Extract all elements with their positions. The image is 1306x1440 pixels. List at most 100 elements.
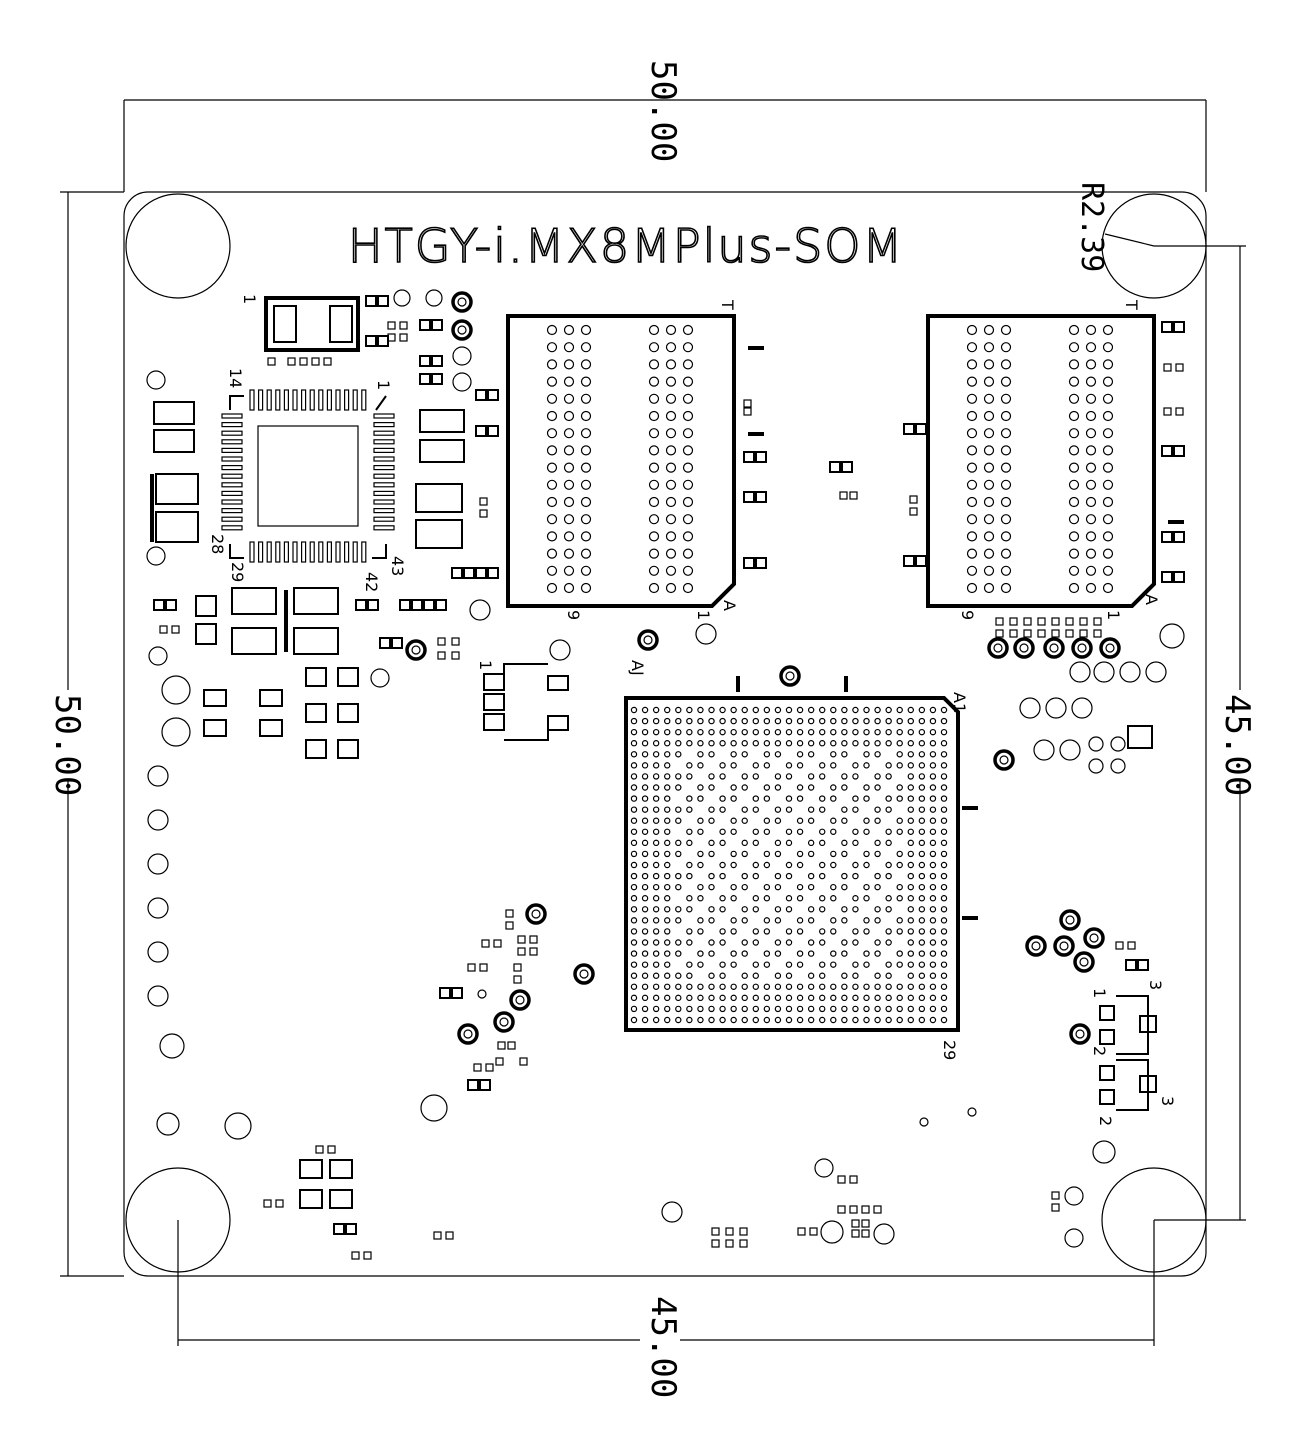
bga-ball xyxy=(852,872,859,880)
smd-pad xyxy=(755,557,767,569)
bga-ball xyxy=(763,861,771,869)
phy-pin xyxy=(249,541,255,563)
ddr-ball xyxy=(966,428,978,439)
bga-ball xyxy=(641,828,649,835)
bga-ball xyxy=(675,806,682,813)
bga-ball xyxy=(940,784,948,791)
bga-ball xyxy=(796,762,804,769)
bga-ball xyxy=(841,939,848,946)
test-point xyxy=(147,985,169,1007)
ddr-ball xyxy=(648,342,660,353)
bga-ball xyxy=(652,817,660,824)
bga-ball xyxy=(630,795,638,802)
bga-ball xyxy=(641,972,649,979)
plated-via-hole xyxy=(411,645,421,655)
smd-pad-small xyxy=(909,495,918,504)
bga-ball xyxy=(763,983,771,990)
bga-ball xyxy=(708,883,715,891)
test-point xyxy=(919,1117,929,1127)
smd-pad xyxy=(915,423,927,435)
test-point xyxy=(147,897,169,919)
bga-ball xyxy=(940,972,948,979)
bga-ball xyxy=(819,895,826,902)
bga-ball xyxy=(940,740,948,747)
bga-ball xyxy=(730,817,737,824)
phy-pin xyxy=(361,389,367,411)
bga-ball xyxy=(819,928,826,935)
bga-ball xyxy=(664,972,671,979)
bga-ball xyxy=(741,839,748,847)
ddr1-a: A xyxy=(720,600,739,611)
smd-pad-small xyxy=(505,921,514,930)
bga-ball xyxy=(918,850,926,858)
smd-pad-small xyxy=(739,1239,748,1248)
bga-ball xyxy=(719,895,726,902)
plated-via-hole xyxy=(999,755,1009,765)
smd-pad-small xyxy=(861,1229,870,1238)
ddr-ball xyxy=(563,410,575,422)
smd-pad-small xyxy=(849,1205,858,1214)
bga-ball xyxy=(741,817,748,824)
plated-via-hole xyxy=(1077,643,1087,653)
smd-pad-small xyxy=(479,963,488,972)
bga-ball xyxy=(664,828,671,835)
bga-ball xyxy=(641,895,649,902)
test-point xyxy=(147,765,169,787)
bga-ball xyxy=(741,1005,748,1013)
plated-via xyxy=(1069,1023,1091,1045)
bga-ball xyxy=(641,983,649,990)
bga-ball xyxy=(686,994,693,1002)
bga-ball xyxy=(907,817,914,824)
test-point xyxy=(224,1112,252,1140)
bga-ball xyxy=(819,939,826,946)
plated-via-hole xyxy=(531,909,541,919)
bga-ball xyxy=(841,717,848,725)
phy-pin xyxy=(373,413,395,419)
smd-pad xyxy=(463,567,475,579)
bga-ball xyxy=(686,795,693,802)
phy-pin xyxy=(373,525,395,531)
bga-ball xyxy=(630,906,638,913)
bga-ball xyxy=(774,872,782,880)
bga-ball xyxy=(752,961,759,968)
bga-ball xyxy=(675,728,682,736)
bga-ball xyxy=(907,717,914,725)
ddr-ball xyxy=(966,410,978,422)
phy-pin xyxy=(373,439,395,445)
bga-ball xyxy=(708,950,715,957)
smd-pad xyxy=(391,637,403,649)
ddr-ball xyxy=(648,376,660,387)
smd-pad xyxy=(165,599,177,611)
component-body xyxy=(329,1159,353,1179)
ddr1-1: 1 xyxy=(694,610,713,620)
bga-ball xyxy=(664,728,671,736)
bga-ball xyxy=(785,906,793,913)
test-point xyxy=(370,668,390,688)
test-point xyxy=(477,989,487,999)
bga-ball xyxy=(664,706,671,714)
bga-ball xyxy=(830,751,837,758)
component-body xyxy=(337,739,359,759)
component-body xyxy=(1127,725,1153,749)
bga-ball xyxy=(741,972,748,979)
bga-ball xyxy=(841,1005,848,1013)
phy-pin xyxy=(373,473,395,479)
bga-ball xyxy=(929,895,937,902)
bga-ball xyxy=(708,728,715,736)
phy-pin xyxy=(221,422,243,428)
smd-pad-small xyxy=(1115,941,1124,950)
dim-top-label: 50.00 xyxy=(643,60,683,162)
plated-via xyxy=(779,665,801,687)
ddr-ball xyxy=(1068,393,1080,404)
bga-ball xyxy=(830,950,837,957)
bga-ball xyxy=(741,751,748,758)
bga-ball xyxy=(708,773,715,780)
bga-ball xyxy=(774,939,782,946)
bga-ball xyxy=(708,850,715,858)
bga-ball xyxy=(807,850,815,858)
ddr-ball xyxy=(1102,445,1114,456)
bga-ball xyxy=(863,740,870,747)
ddr-ball xyxy=(682,462,694,473)
bga-ball xyxy=(940,706,948,714)
smd-pad-small xyxy=(171,625,180,634)
